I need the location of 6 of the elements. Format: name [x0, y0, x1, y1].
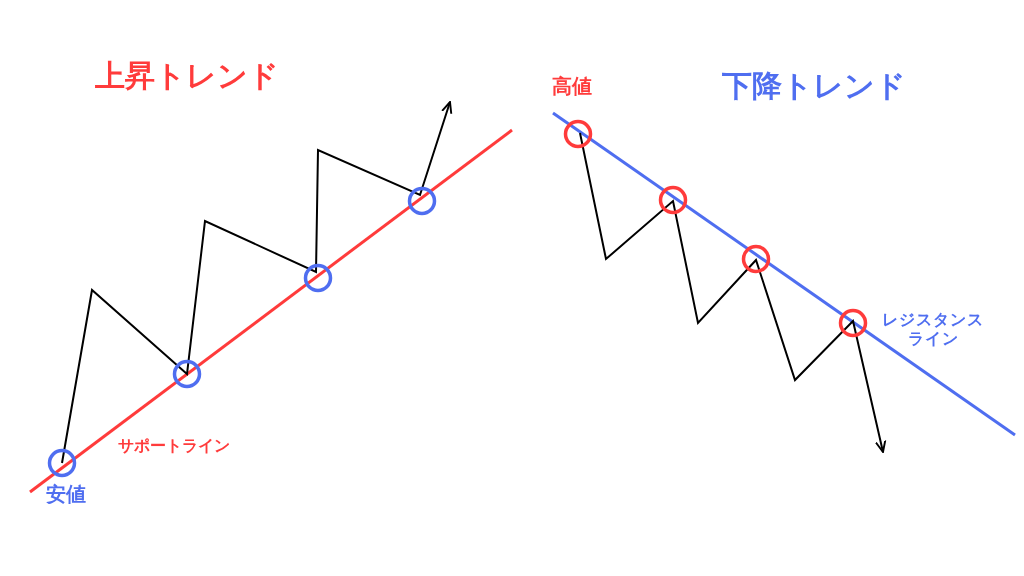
line-label: レジスタンスライン — [881, 310, 985, 349]
point-label: 安値 — [46, 482, 86, 506]
point-label: 高値 — [552, 74, 592, 98]
line-label: サポートライン — [118, 436, 230, 456]
heading: 下降トレンド — [722, 68, 906, 104]
heading: 上昇トレンド — [95, 58, 279, 94]
